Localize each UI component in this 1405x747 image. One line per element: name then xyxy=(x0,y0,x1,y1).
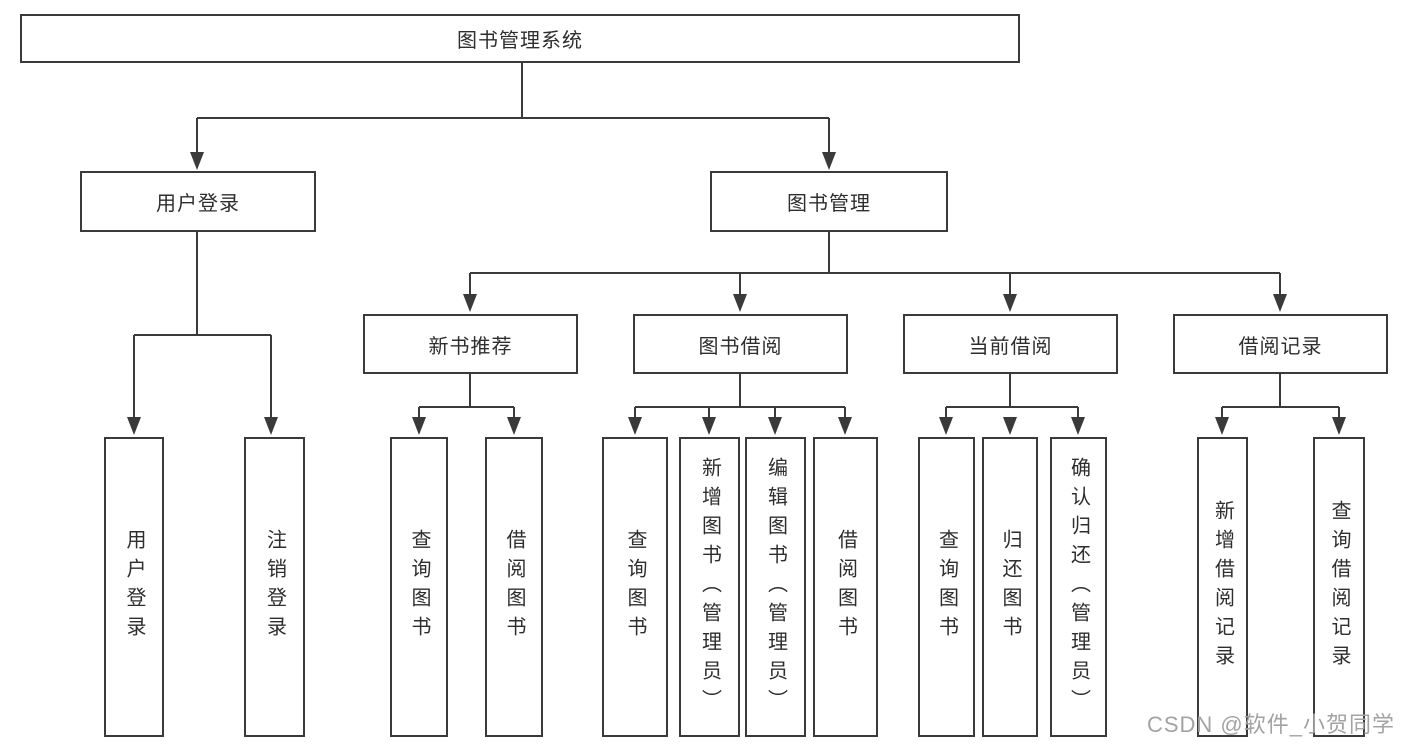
leaf-label: 新增借阅记录 xyxy=(1211,500,1234,674)
node-label: 当前借阅 xyxy=(968,335,1053,358)
node-label: 图书管理系统 xyxy=(457,30,583,52)
leaf-cb-confirm-return-admin: 确认归还（管理员） xyxy=(1050,437,1107,737)
leaf-logout: 注销登录 xyxy=(244,437,305,737)
leaf-label: 查询图书 xyxy=(624,529,646,645)
node-label: 借阅记录 xyxy=(1238,335,1323,358)
leaf-label: 查询图书 xyxy=(408,529,430,645)
leaf-label: 新增图书（管理员） xyxy=(698,456,721,718)
leaf-nb-borrow-books: 借阅图书 xyxy=(485,437,543,737)
node-new-book-recommendation: 新书推荐 xyxy=(363,314,578,374)
leaf-bb-query-books: 查询图书 xyxy=(602,437,668,737)
node-library-management-system: 图书管理系统 xyxy=(20,14,1020,63)
node-label: 新书推荐 xyxy=(428,335,513,358)
csdn-watermark: CSDN @软件_小贺同学 xyxy=(1146,712,1395,737)
leaf-br-add-record: 新增借阅记录 xyxy=(1197,437,1248,737)
leaf-label: 借阅图书 xyxy=(503,529,525,645)
leaf-bb-borrow-books: 借阅图书 xyxy=(813,437,878,737)
leaf-label: 查询借阅记录 xyxy=(1328,500,1350,674)
leaf-bb-edit-books-admin: 编辑图书（管理员） xyxy=(745,437,806,737)
leaf-label: 归还图书 xyxy=(999,529,1021,645)
leaf-label: 用户登录 xyxy=(123,529,145,645)
node-label: 用户登录 xyxy=(156,193,240,215)
node-book-borrowing: 图书借阅 xyxy=(633,314,848,374)
node-label: 图书管理 xyxy=(787,193,871,215)
leaf-label: 确认归还（管理员） xyxy=(1067,456,1090,718)
node-label: 图书借阅 xyxy=(698,335,783,358)
leaf-cb-return-books: 归还图书 xyxy=(982,437,1038,737)
leaf-br-query-record: 查询借阅记录 xyxy=(1313,437,1365,737)
leaf-cb-query-books: 查询图书 xyxy=(918,437,975,737)
node-borrowing-records: 借阅记录 xyxy=(1173,314,1388,374)
leaf-nb-query-books: 查询图书 xyxy=(390,437,448,737)
node-book-management: 图书管理 xyxy=(710,171,948,232)
node-current-borrowing: 当前借阅 xyxy=(903,314,1118,374)
leaf-label: 借阅图书 xyxy=(834,529,857,645)
leaf-label: 编辑图书（管理员） xyxy=(764,456,787,718)
node-user-login: 用户登录 xyxy=(80,171,316,232)
leaf-label: 查询图书 xyxy=(935,529,958,645)
leaf-user-login: 用户登录 xyxy=(104,437,164,737)
leaf-bb-add-books-admin: 新增图书（管理员） xyxy=(679,437,740,737)
leaf-label: 注销登录 xyxy=(263,529,286,645)
